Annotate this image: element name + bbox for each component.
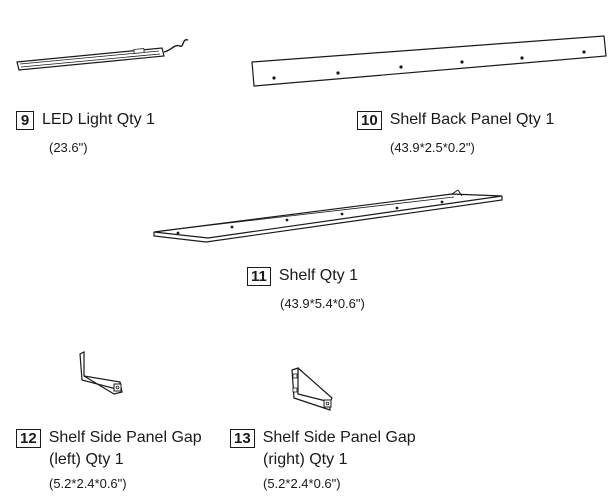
led-light-drawing (16, 39, 189, 71)
part-12-title-line-2: (left) Qty 1 (49, 451, 124, 468)
part-number-badge: 11 (247, 266, 271, 286)
part-11-dimensions: (43.9*5.4*0.6") (280, 296, 365, 311)
side-panel-gap-right-drawing (291, 367, 333, 411)
part-title: Shelf Qty 1 (278, 267, 359, 284)
part-number-badge: 12 (16, 428, 41, 448)
part-12-label: 12 Shelf Side Panel Gap (16, 428, 202, 448)
part-number-badge: 10 (357, 110, 382, 130)
part-13-dimensions: (5.2*2.4*0.6") (263, 476, 341, 491)
part-title-line-1: Shelf Side Panel Gap (48, 429, 202, 446)
part-title-line-1: Shelf Side Panel Gap (262, 429, 416, 446)
shelf-back-panel-drawing (251, 35, 607, 87)
part-9-dimensions: (23.6") (49, 140, 88, 155)
part-number-badge: 9 (16, 110, 34, 130)
part-title: Shelf Back Panel Qty 1 (389, 111, 555, 128)
part-12-dimensions: (5.2*2.4*0.6") (49, 476, 127, 491)
part-number-badge: 13 (230, 428, 255, 448)
part-13-label: 13 Shelf Side Panel Gap (230, 428, 416, 448)
part-title: LED Light Qty 1 (42, 111, 155, 128)
part-10-label: 10 Shelf Back Panel Qty 1 (357, 110, 554, 130)
part-11-label: 11 Shelf Qty 1 (247, 266, 358, 286)
part-13-title-line-2: (right) Qty 1 (263, 451, 348, 468)
side-panel-gap-left-drawing (79, 351, 123, 395)
part-9-label: 9 LED Light Qty 1 (16, 110, 155, 130)
part-10-dimensions: (43.9*2.5*0.2") (390, 140, 475, 155)
shelf-drawing (153, 189, 503, 243)
